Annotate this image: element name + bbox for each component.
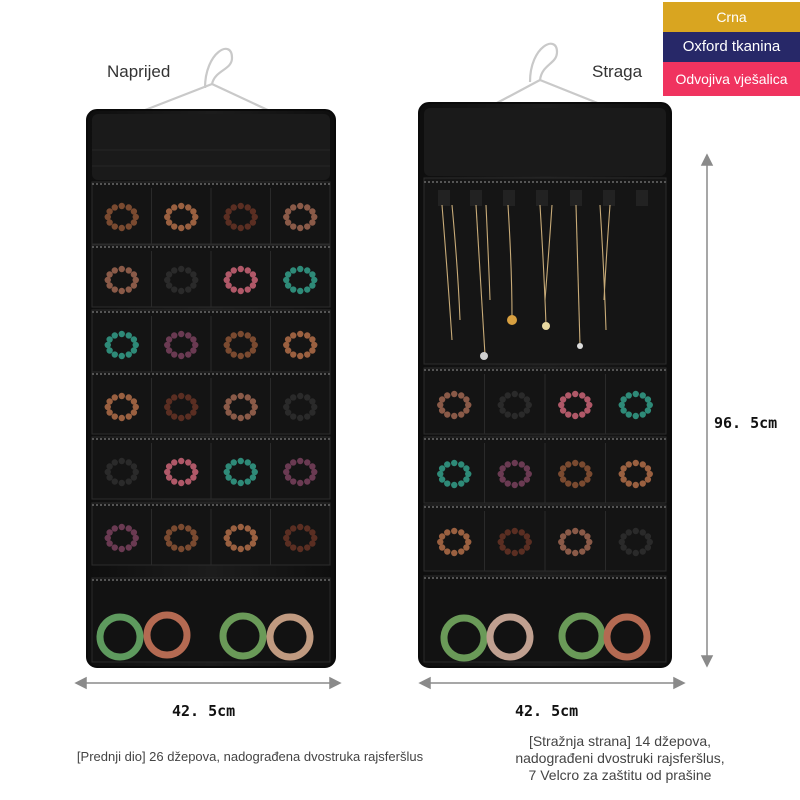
bracelet [223,265,258,295]
bracelet [104,265,139,295]
bracelet [283,202,318,232]
bracelet [497,459,532,489]
bracelet [104,523,139,553]
bracelet [164,392,199,422]
front-organizer [86,47,336,668]
bracelet [618,527,653,557]
bracelet [283,330,318,360]
front-caption: [Prednji dio] 26 džepova, nadograđena dv… [76,749,424,764]
bracelet [437,527,472,557]
bracelet [164,523,199,553]
bracelet [283,457,318,487]
back-label: Straga [592,62,643,81]
bracelet [223,330,258,360]
bracelet [223,392,258,422]
bracelet [497,390,532,420]
bracelet [558,459,593,489]
height-measure: 96. 5cm [714,414,778,432]
bracelet [558,527,593,557]
back-caption-line-2: nadograđeni dvostruki rajsferšlus, [515,750,725,766]
bracelet [223,457,258,487]
bracelet [104,392,139,422]
back-caption: [Stražnja strana] 14 džepova, nadograđen… [470,733,770,784]
front-label: Naprijed [107,62,171,81]
color-tag-black: Crna [663,2,800,32]
back-caption-line-3: 7 Velcro za zaštitu od prašine [528,767,712,783]
material-tag-oxford: Oxford tkanina [663,32,800,62]
velcro-tabs [438,190,648,206]
bracelet [104,457,139,487]
necklaces [441,204,611,356]
back-hanger [494,42,601,106]
back-width-measure: 42. 5cm [515,702,579,720]
back-caption-line-1: [Stražnja strana] 14 džepova, [528,733,712,749]
bracelet [437,390,472,420]
bracelet [283,523,318,553]
bracelet [223,523,258,553]
bracelet [437,459,472,489]
bracelet [618,459,653,489]
front-width-measure: 42. 5cm [172,702,236,720]
bracelet [164,457,199,487]
height-arrow [700,153,714,668]
feature-tag-detachable-hanger: Odvojiva vješalica [663,62,800,96]
bracelet [104,202,139,232]
bracelet [283,392,318,422]
bracelet [164,265,199,295]
bracelet [164,202,199,232]
bracelet [618,390,653,420]
back-bangles [440,612,651,662]
bracelet [283,265,318,295]
front-bangles [96,611,314,661]
front-hanger [139,47,273,117]
bracelet [497,527,532,557]
width-arrow-front [74,676,342,690]
bracelet [223,202,258,232]
width-arrow-back [418,676,686,690]
bracelet [558,390,593,420]
back-organizer [418,42,672,668]
bracelet [104,330,139,360]
bracelet [164,330,199,360]
